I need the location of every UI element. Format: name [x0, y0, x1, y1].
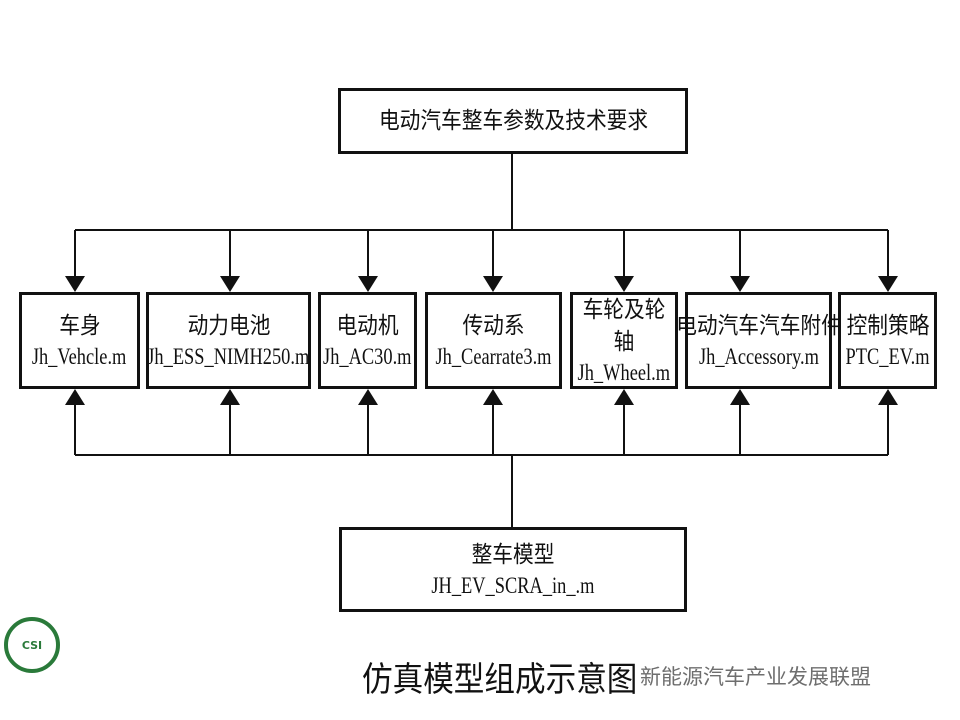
watermark: 新能源汽车产业发展联盟 [640, 665, 871, 689]
logo: CSI [4, 617, 60, 673]
module-label: 车身 [58, 312, 101, 338]
vehicle-model-box: 整车模型 JH_EV_SCRA_in_.m [339, 527, 687, 612]
module-file: Jh_Accessory.m [698, 343, 819, 369]
module-file: Jh_Wheel.m [577, 359, 671, 385]
module-wheel: 车轮及轮轴 Jh_Wheel.m [570, 292, 678, 389]
requirements-title: 电动汽车整车参数及技术要求 [378, 108, 648, 133]
module-accessory: 电动汽车汽车附件 Jh_Accessory.m [676, 292, 841, 389]
vehicle-model-label: 整车模型 [471, 541, 555, 567]
module-label: 车轮及轮轴 [582, 296, 666, 354]
module-label: 动力电池 [187, 312, 270, 338]
module-transmission: 传动系 Jh_Cearrate3.m [425, 292, 562, 389]
module-file: Jh_Vehcle.m [32, 343, 127, 369]
vehicle-requirements-box: 电动汽车整车参数及技术要求 [338, 88, 688, 154]
module-file: Jh_ESS_NIMH250.m [147, 343, 310, 369]
module-label: 电动机 [336, 312, 399, 338]
module-label: 电动汽车汽车附件 [675, 312, 842, 338]
module-file: PTC_EV.m [845, 343, 930, 369]
module-control: 控制策略 PTC_EV.m [838, 292, 937, 389]
module-label: 传动系 [462, 312, 525, 338]
vehicle-model-file: JH_EV_SCRA_in_.m [431, 572, 595, 598]
figure-caption: 仿真模型组成示意图 [362, 662, 638, 699]
module-file: Jh_Cearrate3.m [435, 343, 552, 369]
module-battery: 动力电池 Jh_ESS_NIMH250.m [146, 292, 311, 389]
module-label: 控制策略 [846, 312, 929, 338]
module-file: Jh_AC30.m [323, 343, 412, 369]
module-body: 车身 Jh_Vehcle.m [19, 292, 140, 389]
module-motor: 电动机 Jh_AC30.m [318, 292, 417, 389]
